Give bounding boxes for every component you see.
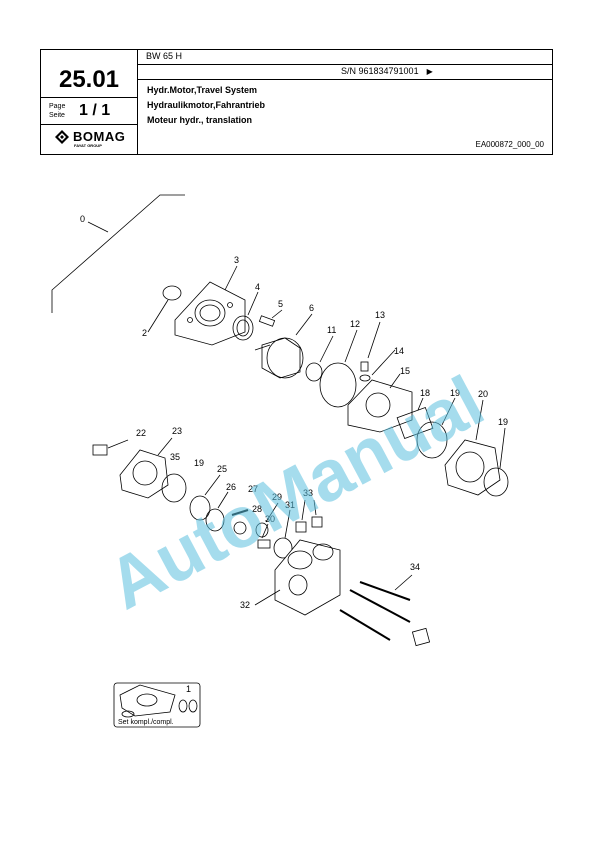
page-value: 1 / 1 xyxy=(79,102,111,119)
section-number: 25.01 xyxy=(58,66,120,93)
callout-30: 30 xyxy=(265,514,275,524)
callout-23: 23 xyxy=(172,426,182,436)
callout-25: 25 xyxy=(217,464,227,474)
callout-28: 28 xyxy=(252,504,262,514)
title-english: Hydr.Motor,Travel System xyxy=(147,85,258,95)
callout-33: 33 xyxy=(303,488,313,498)
part-28-ring xyxy=(233,521,247,535)
document-id: EA000872_000_00 xyxy=(475,140,544,149)
title-german: Hydraulikmotor,Fahrantrieb xyxy=(147,100,266,110)
part-19-oring-right xyxy=(483,467,509,497)
part-15-housing xyxy=(347,379,413,433)
callout-20: 20 xyxy=(478,389,488,399)
callout-26: 26 xyxy=(226,482,236,492)
part-23-cover xyxy=(119,449,169,499)
bomag-diamond-icon xyxy=(55,130,69,144)
part-33-cap-a xyxy=(295,521,307,533)
callout-31: 31 xyxy=(285,500,295,510)
part-33-cap-b xyxy=(311,516,323,528)
callout-27: 27 xyxy=(248,484,258,494)
callout-0: 0 xyxy=(80,214,85,224)
callout-3: 3 xyxy=(234,255,239,265)
callout-11: 11 xyxy=(327,325,336,335)
seal-kit-label: Set kompl./compl. xyxy=(118,719,174,726)
callout-34: 34 xyxy=(410,562,420,572)
callout-22: 22 xyxy=(136,428,146,438)
part-18-gearset xyxy=(396,407,434,439)
part-3-flange xyxy=(174,281,246,346)
part-34-bolt-b xyxy=(349,589,411,623)
callout-14: 14 xyxy=(394,346,404,356)
callout-18: 18 xyxy=(420,388,430,398)
callout-1: 1 xyxy=(186,684,191,694)
part-19-oring xyxy=(416,421,448,459)
callout-35: 35 xyxy=(170,452,180,462)
model-name: BW 65 H xyxy=(146,51,183,61)
part-5-key xyxy=(258,315,276,327)
callout-29: 29 xyxy=(272,492,282,502)
part-22-plug xyxy=(92,444,108,456)
callout-15: 15 xyxy=(400,366,410,376)
callout-13: 13 xyxy=(375,310,385,320)
part-13-plug xyxy=(360,361,369,372)
part-2-oring xyxy=(162,285,182,301)
part-27-pin xyxy=(231,509,249,516)
part-32-motor-housing xyxy=(274,539,341,616)
part-6-shaft xyxy=(261,337,301,379)
arrow-right-icon: ▶ xyxy=(426,67,433,76)
callout-19c: 19 xyxy=(194,458,204,468)
serial-number: S/N 961834791001▶ xyxy=(341,66,433,76)
title-block: BW 65 H S/N 961834791001▶ Hydr.Motor,Tra… xyxy=(40,49,553,155)
callout-32: 32 xyxy=(240,600,250,610)
callout-4: 4 xyxy=(255,282,260,292)
part-25-gear xyxy=(189,495,211,521)
part-26-gear xyxy=(205,508,225,532)
part-11-ring xyxy=(305,362,323,382)
part-20-end-cover xyxy=(444,439,501,496)
brand-group: FAYAT GROUP xyxy=(74,143,102,148)
callout-19b: 19 xyxy=(498,417,508,427)
part-34-bolt-c xyxy=(339,609,391,641)
part-12-oring xyxy=(319,362,357,408)
callout-5: 5 xyxy=(278,299,283,309)
callout-19a: 19 xyxy=(450,388,460,398)
part-34-bolt-a xyxy=(359,581,411,601)
callout-12: 12 xyxy=(350,319,360,329)
callout-6: 6 xyxy=(309,303,314,313)
part-19-oring-left xyxy=(161,473,187,503)
bomag-logo: BOMAG FAYAT GROUP xyxy=(55,129,135,151)
part-label-plate xyxy=(411,627,431,647)
part-4-seal xyxy=(232,315,254,341)
callout-2: 2 xyxy=(142,328,147,338)
title-french: Moteur hydr., translation xyxy=(147,115,253,125)
assembly-bracket xyxy=(51,194,185,313)
part-group-titles: Hydr.Motor,Travel System Hydraulikmotor,… xyxy=(147,83,265,128)
part-31-oring xyxy=(273,537,293,559)
brand-name: BOMAG xyxy=(73,129,126,144)
part-30-spacer xyxy=(257,539,271,549)
